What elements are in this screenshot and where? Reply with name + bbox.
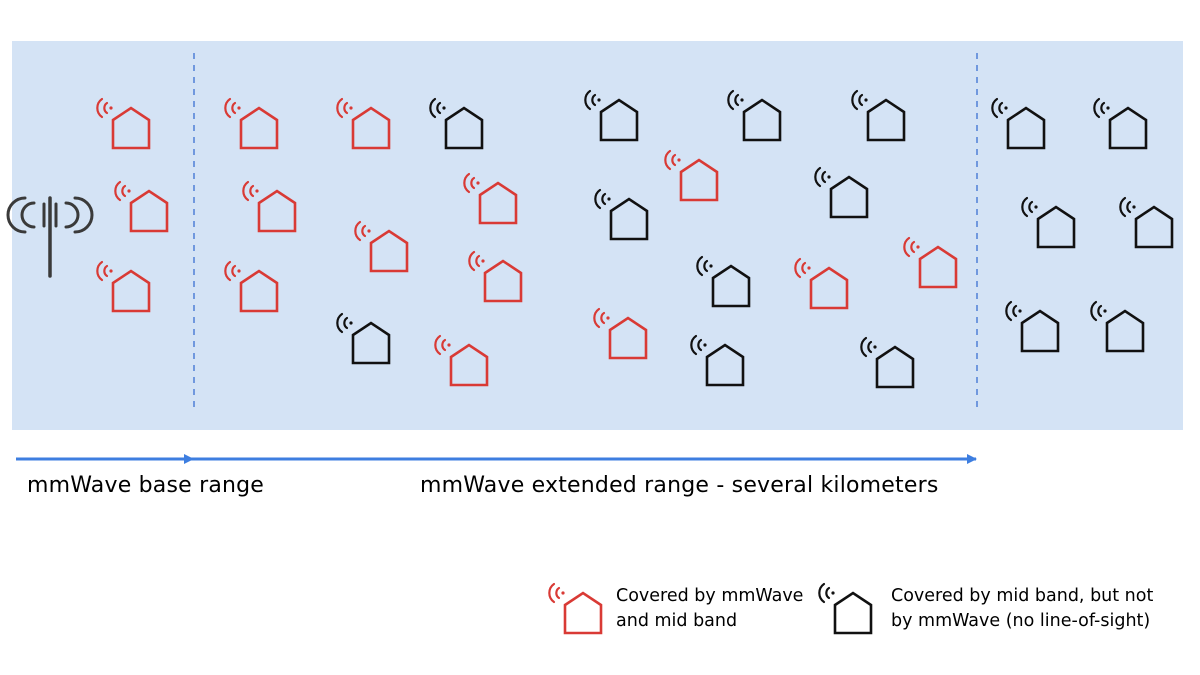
extended-range-label: mmWave extended range - several kilomete… <box>420 473 939 498</box>
house-midband-icon <box>696 255 751 308</box>
house-mmwave-icon <box>114 180 169 233</box>
house-midband-icon <box>1090 300 1145 353</box>
house-mmwave-icon <box>903 236 958 289</box>
legend-mmwave-line1: Covered by mmWave <box>616 586 804 606</box>
house-mmwave-icon <box>336 97 391 150</box>
houses <box>96 89 1174 389</box>
house-mmwave-icon <box>434 334 489 387</box>
cell-tower-icon <box>6 196 94 278</box>
legend-icons <box>548 582 873 635</box>
legend-mmwave-house-icon <box>548 582 603 635</box>
house-mmwave-icon <box>463 172 518 225</box>
house-midband-icon <box>727 89 782 142</box>
house-mmwave-icon <box>468 250 523 303</box>
base-range-label: mmWave base range <box>27 473 265 498</box>
house-midband-icon <box>690 334 745 387</box>
house-midband-icon <box>1119 196 1174 249</box>
house-midband-icon <box>991 97 1046 150</box>
house-mmwave-icon <box>242 180 297 233</box>
legend-mmwave-line2: and mid band <box>616 611 738 631</box>
house-mmwave-icon <box>354 220 409 273</box>
house-midband-icon <box>584 89 639 142</box>
legend-mmwave-text: Covered by mmWave and mid band <box>616 584 803 634</box>
house-midband-icon <box>1093 97 1148 150</box>
legend-midband-house-icon <box>818 582 873 635</box>
house-midband-icon <box>851 89 906 142</box>
house-midband-icon <box>1005 300 1060 353</box>
house-midband-icon <box>860 336 915 389</box>
house-mmwave-icon <box>96 260 151 313</box>
house-mmwave-icon <box>664 149 719 202</box>
house-mmwave-icon <box>224 260 279 313</box>
house-midband-icon <box>429 97 484 150</box>
house-mmwave-icon <box>224 97 279 150</box>
house-mmwave-icon <box>593 307 648 360</box>
house-midband-icon <box>336 312 391 365</box>
legend-midband-line2: by mmWave (no line-of-sight) <box>891 611 1151 631</box>
house-midband-icon <box>594 188 649 241</box>
coverage-area <box>12 41 1183 430</box>
house-mmwave-icon <box>96 97 151 150</box>
house-midband-icon <box>1021 196 1076 249</box>
legend-midband-text: Covered by mid band, but not by mmWave (… <box>891 584 1153 634</box>
house-midband-icon <box>814 166 869 219</box>
house-mmwave-icon <box>794 257 849 310</box>
legend-midband-line1: Covered by mid band, but not <box>891 586 1154 606</box>
